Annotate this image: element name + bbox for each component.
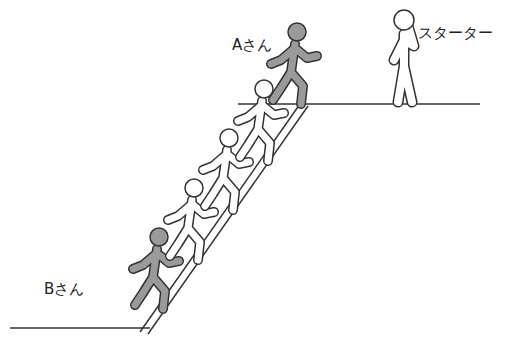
person-label: Aさん	[232, 38, 272, 53]
person-label: Bさん	[44, 282, 84, 297]
starter-figure	[394, 10, 414, 102]
runner	[168, 179, 214, 260]
stair-slope	[148, 106, 308, 334]
starter-label: スターター	[418, 26, 493, 41]
bottom-floor	[10, 327, 150, 329]
runner	[203, 129, 249, 210]
runner-b	[133, 228, 179, 309]
runner-a	[271, 23, 317, 104]
